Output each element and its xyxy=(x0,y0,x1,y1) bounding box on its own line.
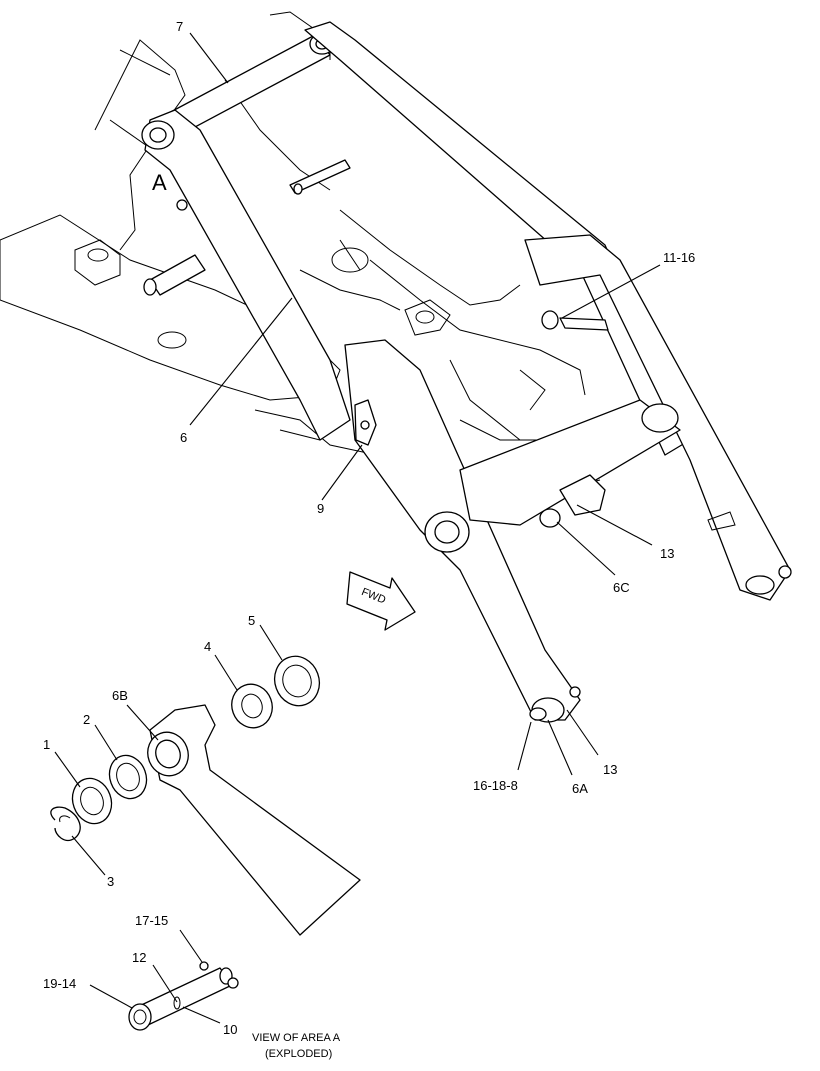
exploded-pin xyxy=(128,961,239,1031)
area-a-label: A xyxy=(152,170,167,195)
callout-16-18-8: 16-18-8 xyxy=(473,778,518,793)
small-parts xyxy=(143,159,609,528)
callout-6B: 6B xyxy=(112,688,128,703)
view-caption-line2: (EXPLODED) xyxy=(265,1048,332,1060)
callouts: 7 11-16 6 9 13 6C 5 4 6B 2 1 3 16-18-8 6… xyxy=(43,19,695,1037)
callout-6A: 6A xyxy=(572,781,588,796)
callout-3: 3 xyxy=(107,874,114,889)
left-lift-arm xyxy=(141,109,351,441)
machine-frame xyxy=(0,11,601,521)
callout-12: 12 xyxy=(132,950,146,965)
callout-9: 9 xyxy=(317,501,324,516)
callout-4: 4 xyxy=(204,639,211,654)
callout-17-15: 17-15 xyxy=(135,913,168,928)
rear-cross-member xyxy=(459,399,681,526)
callout-5: 5 xyxy=(248,613,255,628)
callout-1: 1 xyxy=(43,737,50,752)
callout-19-14: 19-14 xyxy=(43,976,76,991)
callout-10: 10 xyxy=(223,1022,237,1037)
front-arm xyxy=(344,339,581,723)
view-caption-line1: VIEW OF AREA A xyxy=(252,1032,341,1044)
fwd-arrow: FWD xyxy=(346,571,416,631)
callout-13-lower: 13 xyxy=(603,762,617,777)
callout-13-upper: 13 xyxy=(660,546,674,561)
cross-tube xyxy=(164,33,335,136)
leader-lines xyxy=(54,32,661,1024)
exploded-washers xyxy=(50,655,321,842)
callout-7: 7 xyxy=(176,19,183,34)
exploded-arm-end xyxy=(147,704,361,936)
callout-11-16: 11-16 xyxy=(663,250,695,265)
callout-6: 6 xyxy=(180,430,187,445)
callout-6C: 6C xyxy=(613,580,630,595)
callout-2: 2 xyxy=(83,712,90,727)
